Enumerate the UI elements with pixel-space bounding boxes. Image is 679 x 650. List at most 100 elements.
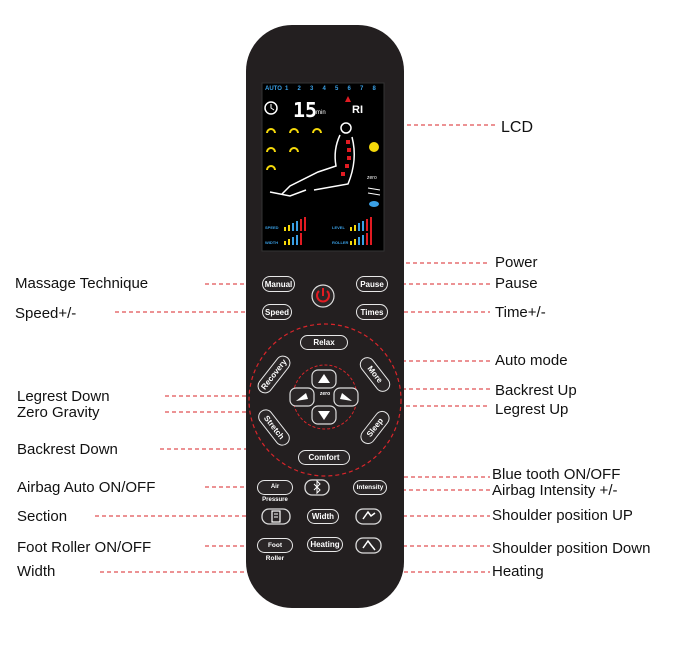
shoulder-up-button[interactable]: [355, 508, 382, 525]
label-backrest-up: Backrest Up: [495, 382, 577, 399]
label-shoulder-down: Shoulder position Down: [492, 540, 651, 557]
level-bar: [300, 219, 302, 231]
lcd-mode-number: 8: [372, 86, 376, 92]
mode-ring: [248, 323, 402, 477]
figure-body-icon: [281, 134, 341, 195]
level-bar: [362, 235, 364, 245]
lcd-level-label: LEVEL: [332, 225, 345, 230]
heating-button[interactable]: Heating: [307, 537, 343, 552]
level-bar: [370, 231, 372, 245]
shoulder-down-button[interactable]: [355, 537, 382, 554]
label-massage-technique: Massage Technique: [15, 275, 149, 292]
zero-gravity-icon: [367, 187, 381, 196]
position-icons: [296, 374, 352, 420]
label-legrest-up: Legrest Up: [495, 401, 569, 418]
chair-back-icon: [313, 136, 355, 191]
power-icon: [316, 290, 330, 303]
airbag-icon: [289, 147, 299, 153]
zero-gravity-button[interactable]: zero: [319, 391, 331, 397]
level-bar: [284, 241, 286, 245]
level-bars-left: [284, 217, 306, 245]
lcd-timer-unit: min: [316, 110, 326, 116]
lcd-auto-label: AUTO: [265, 86, 282, 92]
airbag-icon: [312, 128, 322, 134]
label-airbag-auto: Airbag Auto ON/OFF: [17, 479, 156, 496]
level-bar: [284, 227, 286, 231]
level-bar: [354, 225, 356, 231]
lcd-mode-number: 6: [347, 86, 351, 92]
label-width: Width: [17, 563, 56, 580]
intensity-button[interactable]: Intensity: [353, 480, 387, 495]
lcd-roller-label: ROLLER: [332, 240, 349, 245]
bluetooth-icon: [313, 479, 321, 495]
lcd-speed-label: SPEED: [265, 225, 279, 230]
level-bar: [288, 225, 290, 231]
label-airbag-intensity: Airbag Intensity +/-: [492, 482, 618, 499]
level-bar: [354, 239, 356, 245]
figure-head-icon: [340, 122, 352, 134]
level-bar: [350, 227, 352, 231]
lcd-mode-number: 1: [285, 86, 289, 92]
legrest-up-icon: [340, 393, 352, 401]
lcd-mode-number: 2: [297, 86, 301, 92]
roller-dot: [347, 156, 351, 160]
lcd-timer: 15: [293, 98, 318, 122]
label-power: Power: [495, 254, 538, 271]
label-shoulder-up: Shoulder position UP: [492, 507, 633, 524]
label-foot-roller: Foot Roller ON/OFF: [17, 539, 152, 556]
lcd-mode-number: 4: [322, 86, 326, 92]
chair-leg-icon: [269, 189, 307, 197]
level-bar: [366, 219, 368, 231]
airbag-icon: [289, 128, 299, 134]
label-zero-gravity: Zero Gravity: [17, 404, 100, 421]
roller-dot: [345, 164, 349, 168]
roller-dot: [346, 140, 350, 144]
level-bar: [366, 233, 368, 245]
backrest-up-icon: [318, 374, 330, 383]
lcd-mode-number: 5: [335, 86, 339, 92]
level-bar: [370, 217, 372, 231]
speed-button[interactable]: Speed: [262, 304, 292, 320]
lcd-graphics: [264, 96, 381, 245]
leader-heating: [324, 553, 490, 573]
lcd-mode-number: 3: [310, 86, 314, 92]
airbag-icon: [266, 165, 276, 171]
airbag-icons: [266, 128, 322, 171]
lcd-width-label: WIDTH: [265, 240, 279, 245]
pause-button[interactable]: Pause: [356, 276, 388, 292]
level-bar: [292, 223, 294, 231]
relax-button[interactable]: Relax: [300, 335, 348, 350]
level-bar: [296, 221, 298, 231]
airbag-icon: [266, 128, 276, 134]
air-pressure-button[interactable]: Air Pressure: [257, 480, 293, 503]
level-bar: [350, 241, 352, 245]
level-bar: [296, 235, 298, 245]
manual-button[interactable]: Manual: [262, 276, 295, 292]
roller-dots: [341, 140, 351, 176]
roller-dot: [341, 172, 345, 176]
shoulder-up-icon: [362, 510, 376, 520]
heating-icon: [369, 142, 379, 152]
level-bar: [288, 239, 290, 245]
chair-figure-icon: [269, 122, 355, 197]
label-heating: Heating: [492, 563, 544, 580]
lcd-zero-label: zero: [367, 175, 377, 181]
mode-marker: [345, 96, 351, 102]
label-backrest-down: Backrest Down: [17, 441, 118, 458]
level-bar: [304, 217, 306, 231]
lcd-program: RI: [352, 104, 363, 116]
level-bar: [358, 237, 360, 245]
label-pause: Pause: [495, 275, 538, 292]
label-legrest-down: Legrest Down: [17, 388, 110, 405]
comfort-button[interactable]: Comfort: [298, 450, 350, 465]
clock-icon: [264, 101, 278, 115]
times-button[interactable]: Times: [356, 304, 388, 320]
backrest-down-icon: [318, 411, 330, 420]
width-button[interactable]: Width: [307, 509, 339, 524]
airbag-icon: [266, 147, 276, 153]
level-bar: [292, 237, 294, 245]
label-auto-mode: Auto mode: [495, 352, 568, 369]
legrest-down-icon: [296, 393, 308, 401]
lcd-screen: [261, 82, 385, 252]
foot-roller-button[interactable]: Foot Roller: [257, 538, 293, 562]
